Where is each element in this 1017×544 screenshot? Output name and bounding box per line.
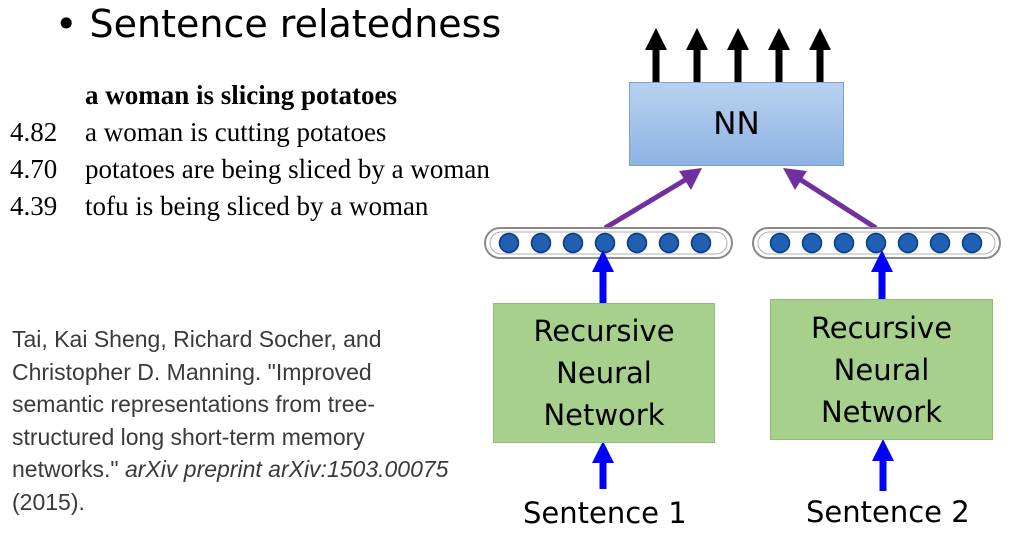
sentence1-vector <box>484 227 733 259</box>
vector-node <box>530 232 552 254</box>
output-arrow <box>727 28 749 82</box>
citation-year: (2015). <box>12 488 85 515</box>
pair-sentence: potatoes are being sliced by a woman <box>85 154 490 184</box>
pair-row: 4.39 tofu is being sliced by a woman <box>10 191 428 222</box>
sentence2-input-arrow <box>872 439 894 491</box>
encoder-label-line: Neural <box>833 352 930 387</box>
slide-title: • Sentence relatedness <box>55 2 502 46</box>
merge-arrow-right <box>783 168 878 231</box>
vector-node <box>498 232 520 254</box>
pair-row: 4.82 a woman is cutting potatoes <box>10 117 386 148</box>
vector-node <box>769 232 791 254</box>
vector-node <box>690 232 712 254</box>
encoder1-to-vector-arrow <box>592 250 614 303</box>
nn-label: NN <box>713 106 760 142</box>
sentence1-label: Sentence 1 <box>523 496 687 530</box>
pair-score: 4.70 <box>10 154 58 184</box>
vector-node <box>801 232 823 254</box>
pair-row: 4.70 potatoes are being sliced by a woman <box>10 154 490 185</box>
pair-sentence: a woman is cutting potatoes <box>85 117 387 147</box>
encoder2-to-vector-arrow <box>871 250 893 299</box>
citation: Tai, Kai Sheng, Richard Socher, and Chri… <box>12 323 462 518</box>
query-sentence: a woman is slicing potatoes <box>85 80 398 110</box>
output-arrow <box>645 28 667 82</box>
vector-node <box>658 232 680 254</box>
sentence2-vector <box>752 227 1001 259</box>
output-arrow <box>809 28 831 82</box>
vector-node <box>594 232 616 254</box>
encoder-box-1: Recursive Neural Network <box>493 303 715 443</box>
vector-node <box>562 232 584 254</box>
encoder-label-line: Recursive <box>533 314 675 348</box>
vector-node <box>929 232 951 254</box>
encoder-box-2: Recursive Neural Network <box>770 299 993 440</box>
vector-node <box>961 232 983 254</box>
sentence1-input-arrow <box>592 441 614 489</box>
encoder-label-line: Network <box>820 394 943 429</box>
pair-sentence: tofu is being sliced by a woman <box>85 191 429 221</box>
vector-node <box>865 232 887 254</box>
encoder-label-line: Network <box>543 398 665 432</box>
output-arrows <box>645 28 831 82</box>
output-arrow <box>686 28 708 82</box>
pair-score: 4.39 <box>10 191 58 221</box>
vector-node <box>833 232 855 254</box>
encoder-label-line: Recursive <box>810 310 953 345</box>
sentence2-label: Sentence 2 <box>806 495 970 529</box>
nn-box: NN <box>629 82 844 166</box>
output-arrow <box>768 28 790 82</box>
citation-venue: arXiv preprint arXiv:1503.00075 <box>124 456 449 482</box>
merge-arrow-left <box>603 168 702 231</box>
pair-score: 4.82 <box>10 117 58 147</box>
citation-text: Tai, Kai Sheng, Richard Socher, and Chri… <box>12 326 382 482</box>
encoder-label-line: Neural <box>556 356 652 390</box>
vector-node <box>626 232 648 254</box>
vector-node <box>897 232 919 254</box>
